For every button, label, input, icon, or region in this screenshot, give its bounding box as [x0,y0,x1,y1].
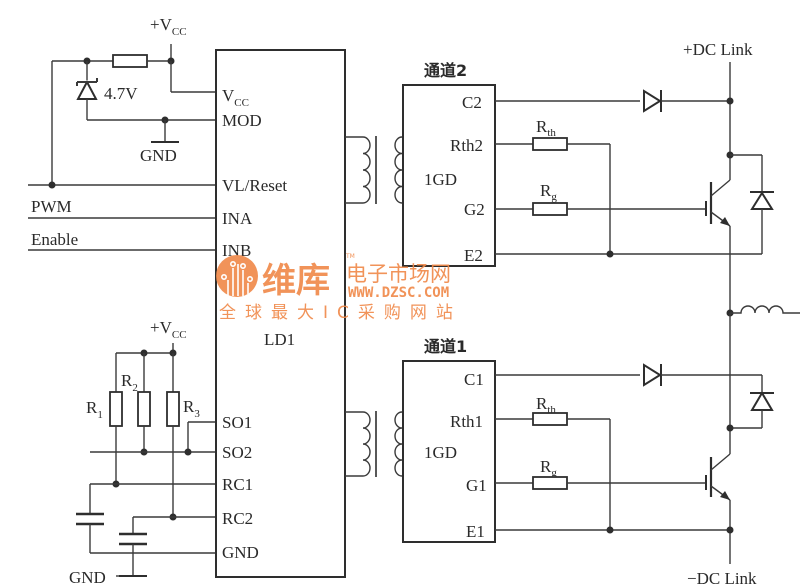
ld1-pin-inb: INB [222,241,251,260]
transformer-channel1-icon [345,411,403,477]
resistor-r3-label: R3 [183,397,200,420]
channel1-rth-resistor [532,412,568,426]
channel2-rth-resistor [532,137,568,151]
gnd-label-top: GND [140,146,177,165]
channel1-pin-c: C1 [464,370,484,389]
watermark: 维库 TM 电子市场网 WWW.DZSC.COM 全球最大IC采购网站 [216,253,462,323]
channel2-1gd-chip [402,84,496,267]
supply-label-bottom: +VCC [150,318,187,341]
ld1-pin-so2: SO2 [222,443,252,462]
igbt-upper-icon [705,179,731,227]
channel1-pin-g: G1 [466,476,487,495]
transformer-channel2-icon [345,136,403,204]
watermark-slogan: 全球最大IC采购网站 [219,303,462,323]
resistor-r2-label: R2 [121,371,138,394]
ld1-pin-rc2: RC2 [222,509,253,528]
power-stage [643,62,800,564]
channel2-pin-rth: Rth2 [450,136,483,155]
ld1-pin-rc1: RC1 [222,475,253,494]
ld1-pin-vcc: VCC [222,86,249,109]
igbt-lower-icon [705,453,731,501]
channel2-pin-c: C2 [462,93,482,112]
inductor-icon [730,305,800,314]
channel1-title: 通道1 [424,337,467,356]
channel1-wiring [495,374,730,534]
pwm-input-label: PWM [31,197,72,216]
ld1-chip [215,49,346,578]
channel1-rth-label: Rth [536,394,556,416]
channel2-name: 1GD [424,170,457,189]
channel1-name: 1GD [424,443,457,462]
rc-network [76,343,215,577]
watermark-tm: TM [345,253,355,260]
capacitor-rc1-icon [76,512,104,526]
zener-voltage-label: 4.7V [104,84,138,103]
channel2-pin-e: E2 [464,246,483,265]
channel2-rg-resistor [532,202,568,216]
ld1-name: LD1 [264,330,295,349]
dc-link-minus-label: −DC Link [687,569,757,587]
zener-diode-icon [76,78,98,100]
ld1-pin-gnd: GND [222,543,259,562]
supply-network-top [28,44,215,251]
channel1-1gd-chip [402,360,496,543]
channel1-rg-label: Rg [540,457,557,479]
ld1-pin-mod: MOD [222,111,262,130]
supply-label-top: +VCC [150,15,187,38]
enable-input-label: Enable [31,230,78,249]
resistor-r1 [109,391,123,427]
watermark-logo-icon [216,255,258,297]
watermark-url: WWW.DZSC.COM [348,285,449,301]
desat-diode-channel2-icon [643,89,662,113]
resistor-r2 [137,391,151,427]
channel1-rg-resistor [532,476,568,490]
capacitor-rc2-icon [119,532,147,546]
channel1-pin-rth: Rth1 [450,412,483,431]
dc-link-plus-label: +DC Link [683,40,753,59]
channel2-wiring [495,100,762,258]
ld1-pin-vl-reset: VL/Reset [222,176,287,195]
freewheel-diode-upper-icon [750,191,774,210]
channel2-pin-g: G2 [464,200,485,219]
watermark-brand: 维库 [262,261,330,301]
channel2-rth-label: Rth [536,117,556,139]
watermark-brand-suffix: 电子市场网 [346,262,451,286]
resistor-supply [112,54,148,68]
resistor-r1-label: R1 [86,398,103,421]
channel2-title: 通道2 [424,61,467,80]
gnd-label-bottom: GND [69,568,106,587]
ld1-pin-so1: SO1 [222,413,252,432]
freewheel-diode-lower-icon [750,391,774,411]
desat-diode-channel1-icon [643,363,662,387]
channel1-pin-e: E1 [466,522,485,541]
resistor-r3 [166,391,180,427]
channel2-rg-label: Rg [540,181,557,203]
ld1-pin-ina: INA [222,209,253,228]
